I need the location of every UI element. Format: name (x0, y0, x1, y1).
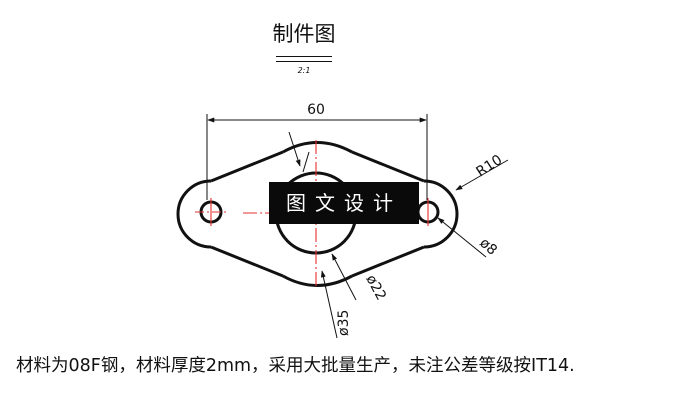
dimension-boss-label: ø35 (336, 310, 352, 336)
dimension-60-label: 60 (307, 102, 325, 118)
leader-boss-bottom (320, 270, 338, 339)
watermark-label: 图文设计 (269, 182, 419, 224)
leader-small-hole (437, 217, 487, 258)
leader-r10 (455, 159, 509, 191)
leader-r10-line (455, 159, 509, 191)
title-underline-upper (276, 56, 332, 57)
dimension-60 (206, 114, 428, 200)
leader-center-hole-line (331, 253, 357, 301)
outline-top-arc (282, 141, 353, 154)
leader-center-hole-top (302, 151, 310, 173)
drawing-title: 制件图 (272, 22, 336, 46)
outline-upper-left-edge (210, 150, 284, 183)
outline-lower-left-edge (210, 245, 284, 278)
leader-center-hole (302, 151, 357, 301)
drawing-scale: 2:1 (297, 66, 311, 75)
outline-left-lobe (176, 179, 212, 249)
outline-right-lobe (423, 179, 459, 249)
outline-lower-right-edge (351, 245, 425, 278)
dimension-center-hole-label: ø22 (362, 272, 389, 303)
leader-boss (288, 131, 338, 339)
dimension-small-hole-label: ø8 (476, 235, 500, 259)
dimension-r10-label: R10 (473, 152, 505, 180)
technical-requirement: 材料为08F钢，材料厚度2mm，采用大批量生产，未注公差等级按IT14. (16, 356, 575, 376)
title-underline-lower (276, 61, 332, 62)
leader-boss-top (288, 131, 301, 167)
outline-bottom-arc (282, 274, 353, 287)
outline-upper-right-edge (351, 150, 425, 183)
leader-small-hole-line (437, 217, 487, 258)
